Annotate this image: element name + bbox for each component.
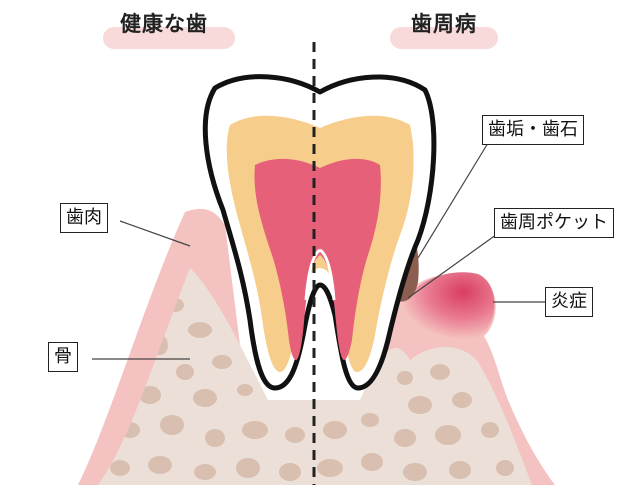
label-inflammation: 炎症 [545, 287, 593, 317]
label-plaque-tartar: 歯垢・歯石 [482, 115, 584, 145]
label-periodontal-pocket: 歯周ポケット [494, 208, 614, 238]
label-bone: 骨 [48, 342, 78, 372]
heading-periodontal-disease: 歯周病 [411, 8, 477, 38]
heading-healthy-tooth: 健康な歯 [120, 8, 208, 38]
label-gum: 歯肉 [60, 203, 108, 233]
